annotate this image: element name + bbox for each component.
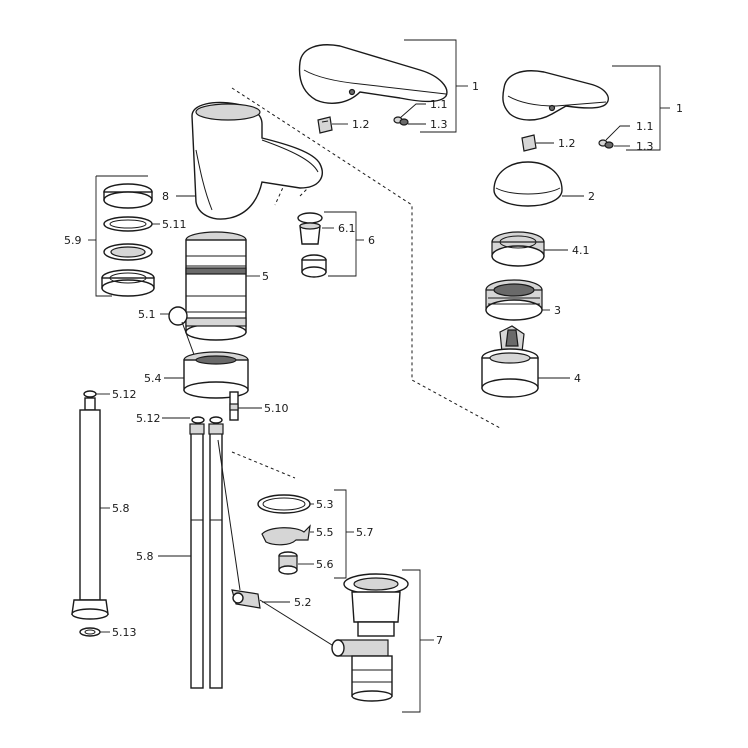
screw-1-3-left [393,116,409,126]
label-1-1: 1.1 [430,98,448,111]
aerator-ring-6-1 [297,212,323,245]
ring-stack-5-9 [101,183,155,297]
clip-5-5 [261,524,311,546]
faucet-body-8 [191,101,323,220]
label-5-7: 5.7 [356,526,374,539]
label-5-12: 5.12 [136,412,161,425]
label-5-13: 5.13 [112,626,137,639]
pop-up-waste-7 [331,573,409,702]
leader-lines [88,39,670,713]
label-5-1: 5.1 [138,308,156,321]
ring-4-1 [491,231,545,267]
label-1-1: 1.1 [636,120,654,133]
aerator-insert-6 [301,254,327,278]
label-5-4: 5.4 [144,372,162,385]
lever-handle-1-right [502,70,609,121]
label-5-8: 5.8 [136,550,154,563]
label-1: 1 [676,102,683,115]
cartridge-4 [481,325,539,398]
label-5-10: 5.10 [264,402,289,415]
label-6-1: 6.1 [338,222,356,235]
lever-handle-1-left [298,44,448,104]
label-5-12: 5.12 [112,388,137,401]
link-rod-5-2 [217,439,341,651]
label-1-3: 1.3 [636,140,654,153]
label-5-5: 5.5 [316,526,334,539]
insert-1-2-right [521,134,537,152]
label-1-3: 1.3 [430,118,448,131]
threaded-nut-3 [485,279,543,321]
supply-pipes-5-8 [189,423,224,689]
label-4: 4 [574,372,581,385]
screw-1-3-right [598,139,614,149]
label-1-2: 1.2 [558,137,576,150]
label-5-9: 5.9 [64,234,82,247]
label-5-3: 5.3 [316,498,334,511]
ring-5-3 [257,494,311,514]
label-6: 6 [368,234,375,247]
label-5-6: 5.6 [316,558,334,571]
label-5-11: 5.11 [162,218,187,231]
label-4-1: 4.1 [572,244,590,257]
insert-1-2-left [317,116,333,134]
label-2: 2 [588,190,595,203]
label-7: 7 [436,634,443,647]
label-8: 8 [162,190,169,203]
part-labels: 1 1.1 1.2 1.3 1 1.1 1.2 1.3 2 4.1 3 4 8 … [64,80,683,647]
label-1-2: 1.2 [352,118,370,131]
nut-5-6 [278,551,298,575]
mounting-block-5-4 [183,351,249,399]
stud-5-10 [229,391,239,421]
label-5-8: 5.8 [112,502,130,515]
washer-5-12-center [191,416,223,424]
label-5-2: 5.2 [294,596,312,609]
label-3: 3 [554,304,561,317]
base-housing-5 [185,231,247,341]
label-1: 1 [472,80,479,93]
flex-hose-5-8 [71,390,109,637]
label-5: 5 [262,270,269,283]
dome-cap-2 [493,161,563,207]
